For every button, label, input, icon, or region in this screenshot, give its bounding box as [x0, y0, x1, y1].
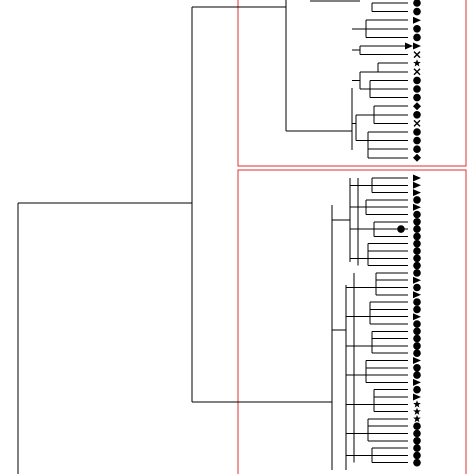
circle-marker [413, 283, 421, 292]
circle-marker [413, 0, 421, 7]
star-marker [413, 59, 421, 67]
circle-marker [413, 93, 421, 102]
triangle-marker [413, 42, 421, 50]
circle-marker [413, 136, 421, 145]
circle-marker [413, 334, 421, 343]
circle-marker [413, 218, 421, 226]
circle-marker [413, 239, 421, 248]
circle-marker [413, 422, 421, 431]
triangle-marker [413, 189, 421, 197]
star-marker [413, 414, 421, 423]
cross-marker [413, 68, 421, 76]
triangle-marker [413, 313, 421, 321]
star-marker [413, 400, 421, 408]
dendrogram-tree [17, 0, 408, 474]
circle-marker [413, 451, 421, 460]
circle-marker [413, 247, 421, 255]
triangle-marker [413, 276, 421, 284]
circle-marker [413, 254, 421, 263]
star-marker [413, 407, 421, 415]
triangle-marker [413, 203, 421, 211]
circle-marker [413, 33, 421, 42]
cross-marker [413, 119, 421, 127]
triangle-marker [413, 378, 421, 386]
triangle-marker [413, 174, 421, 182]
circle-marker [413, 7, 421, 16]
circle-marker [413, 444, 421, 452]
triangle-marker [413, 393, 421, 401]
circle-marker [413, 371, 421, 379]
cluster-box-upper [237, 0, 467, 167]
circle-marker [413, 128, 421, 136]
circle-marker [413, 25, 421, 33]
triangle-marker [413, 181, 421, 189]
circle-marker [413, 76, 421, 85]
circle-marker [413, 364, 421, 372]
diamond-marker [413, 102, 421, 111]
circle-marker [397, 225, 405, 233]
circle-marker [413, 385, 421, 394]
circle-marker [413, 232, 421, 241]
circle-marker [413, 298, 421, 306]
triangle-marker [413, 357, 421, 364]
cluster-box-lower [237, 169, 467, 474]
triangle-marker [413, 291, 421, 299]
circle-marker [413, 320, 421, 328]
cross-marker [413, 51, 421, 59]
triangle-marker [413, 16, 421, 24]
leaf-markers [397, 0, 421, 467]
circle-marker [413, 210, 421, 219]
circle-marker [413, 145, 421, 153]
circle-marker [413, 269, 421, 277]
cluster-boxes [237, 0, 467, 474]
circle-marker [413, 261, 421, 270]
circle-marker [413, 305, 421, 314]
diamond-marker [413, 153, 421, 162]
circle-marker [413, 349, 421, 358]
circle-marker [413, 85, 421, 93]
circle-marker [413, 327, 421, 336]
circle-marker [413, 429, 421, 438]
circle-marker [413, 342, 421, 350]
circle-marker [413, 196, 421, 204]
circle-marker [413, 437, 421, 445]
circle-marker [413, 458, 421, 467]
triangle-marker [405, 42, 413, 50]
circle-marker [413, 111, 421, 119]
circle-marker [413, 225, 421, 233]
